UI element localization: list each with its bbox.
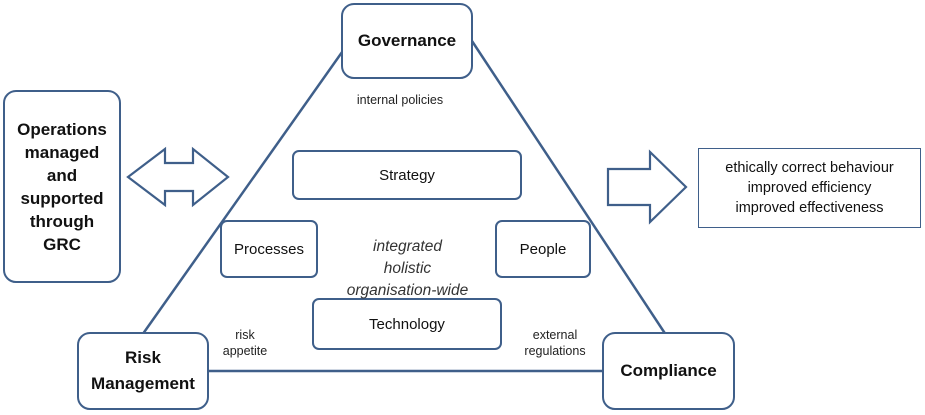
outcome-item: improved efficiency	[747, 180, 872, 196]
center-text-label: integrated holistic organisation-wide	[346, 238, 469, 299]
strategy-box: Strategy	[292, 150, 522, 200]
external-regulations-label: external regulations	[524, 328, 586, 358]
internal-policies-label: internal policies	[356, 93, 444, 107]
operations-box: Operations managed and supported through…	[3, 90, 121, 283]
outcomes-box: ethically correct behaviour improved eff…	[698, 148, 921, 228]
outcome-item: ethically correct behaviour	[725, 160, 894, 176]
double-arrow-icon	[126, 146, 230, 208]
edge-governance-compliance	[468, 37, 670, 339]
governance-label: Governance	[357, 31, 457, 50]
operations-label: Operations managed and supported through…	[17, 119, 107, 254]
compliance-box: Compliance	[602, 332, 735, 410]
strategy-label: Strategy	[379, 166, 435, 184]
right-arrow-icon	[606, 149, 688, 225]
outcome-item: improved effectiveness	[735, 200, 884, 216]
governance-box: Governance	[341, 3, 473, 79]
processes-label: Processes	[233, 240, 305, 258]
processes-box: Processes	[220, 220, 318, 278]
risk-appetite-label: risk appetite	[222, 328, 268, 358]
people-label: People	[519, 240, 567, 258]
edge-governance-risk	[138, 37, 354, 339]
risk-management-label: Risk Management	[91, 348, 195, 393]
center-text: integrated holistic organisation-wide	[320, 214, 495, 302]
compliance-label: Compliance	[620, 361, 717, 380]
technology-label: Technology	[369, 315, 445, 333]
risk-management-box: Risk Management	[77, 332, 209, 410]
people-box: People	[495, 220, 591, 278]
technology-box: Technology	[312, 298, 502, 350]
